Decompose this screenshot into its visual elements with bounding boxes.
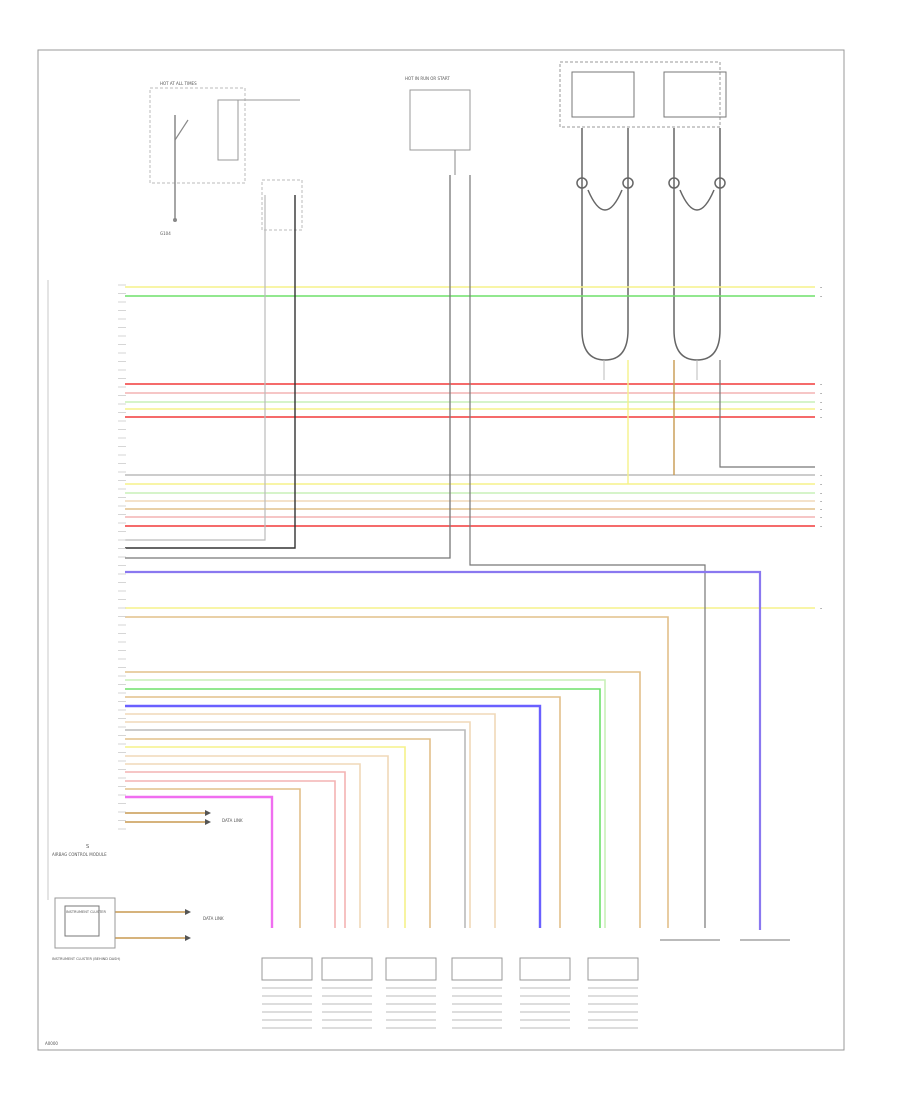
branch-wire bbox=[125, 788, 301, 928]
top-fuse-label: HOT AT ALL TIMES bbox=[160, 81, 197, 86]
branch-wire bbox=[125, 738, 431, 928]
branch-wire bbox=[125, 688, 601, 928]
right-terminal: • bbox=[820, 483, 822, 487]
branch-wire bbox=[125, 780, 336, 928]
ground-wire bbox=[125, 195, 266, 541]
right-terminal: • bbox=[820, 492, 822, 496]
sensor-connector bbox=[451, 957, 503, 981]
right-terminal: • bbox=[820, 500, 822, 504]
right-terminal: • bbox=[820, 295, 822, 299]
sensor-connector bbox=[519, 957, 571, 981]
sensor-connector bbox=[385, 957, 437, 981]
sensor-connector bbox=[321, 957, 373, 981]
branch-wire bbox=[125, 679, 606, 928]
branch-wire bbox=[125, 746, 406, 928]
right-terminal: • bbox=[820, 607, 822, 611]
bottom-connectors bbox=[261, 957, 639, 1029]
branch-wire bbox=[125, 696, 561, 928]
clockspring-wire bbox=[719, 360, 815, 468]
power-dist-label: HOT IN RUN OR START bbox=[405, 76, 450, 81]
right-terminal: • bbox=[820, 508, 822, 512]
branch-wire bbox=[125, 721, 471, 928]
diagram-frame bbox=[37, 49, 845, 1051]
branch-wire bbox=[125, 771, 346, 928]
data-link-label-1: DATA LINK bbox=[222, 818, 243, 823]
power-wire bbox=[125, 175, 451, 559]
ignition-switch-block: HOT AT ALL TIMES G104 bbox=[149, 81, 246, 236]
power-wire bbox=[469, 175, 706, 928]
branch-wire bbox=[125, 763, 361, 928]
branch-wire bbox=[125, 755, 389, 928]
branch-wire bbox=[125, 713, 496, 928]
right-terminal: • bbox=[820, 416, 822, 420]
right-terminal: • bbox=[820, 286, 822, 290]
airbag-connectors-top bbox=[559, 61, 727, 128]
right-terminal: • bbox=[820, 392, 822, 396]
arrow-icon bbox=[205, 819, 211, 825]
ground-label: G104 bbox=[160, 231, 171, 236]
right-terminal: • bbox=[820, 383, 822, 387]
branch-wire bbox=[125, 795, 274, 928]
splice-mark: S bbox=[86, 844, 89, 850]
right-terminal: • bbox=[820, 401, 822, 405]
right-terminal: • bbox=[820, 474, 822, 478]
clockspring-loops bbox=[576, 128, 726, 361]
airbag-control-module: AIRBAG CONTROL MODULE INSTRUMENT CLUSTER… bbox=[52, 844, 121, 961]
right-terminal: • bbox=[820, 408, 822, 412]
arrow-icon bbox=[185, 935, 191, 941]
data-link-label-2: DATA LINK bbox=[203, 916, 224, 921]
left-caption: INSTRUMENT CLUSTER (BEHIND DASH) bbox=[52, 957, 121, 961]
power-distribution-box: HOT IN RUN OR START bbox=[405, 76, 471, 175]
right-terminal: • bbox=[820, 516, 822, 520]
branch-wire bbox=[125, 729, 466, 928]
ground-wire bbox=[125, 195, 296, 549]
small-module-label: INSTRUMENT CLUSTER bbox=[66, 910, 106, 914]
fuse-block bbox=[217, 99, 303, 231]
signal-wire bbox=[125, 616, 669, 928]
left-module-label: AIRBAG CONTROL MODULE bbox=[52, 852, 107, 857]
arrow-icon bbox=[205, 810, 211, 816]
arrow-icon bbox=[185, 909, 191, 915]
signal-wire bbox=[125, 570, 762, 930]
data-link-arrows: DATA LINK DATA LINK bbox=[203, 818, 243, 921]
sensor-connector bbox=[587, 957, 639, 981]
branch-wire bbox=[125, 671, 641, 928]
wire-group bbox=[115, 175, 815, 941]
page-label: A0000 bbox=[45, 1041, 58, 1046]
sensor-connector bbox=[261, 957, 313, 981]
right-terminal: • bbox=[820, 525, 822, 529]
pin-labels: • • • • • • • • • • • • • • • bbox=[118, 284, 822, 830]
branch-wire bbox=[125, 704, 542, 928]
